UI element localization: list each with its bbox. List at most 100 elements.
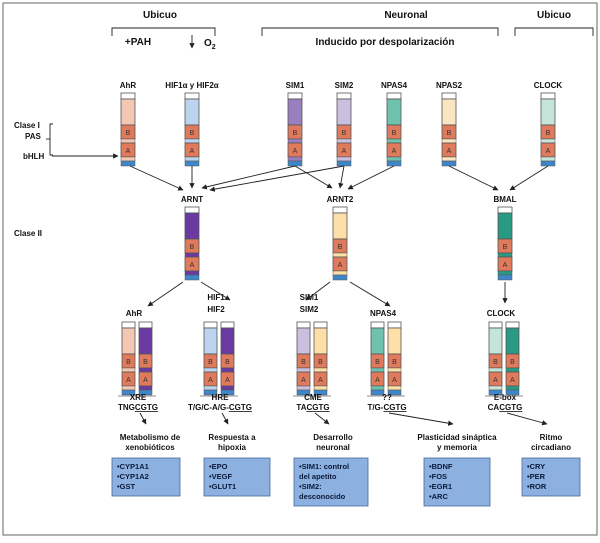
arrow-clock-bmal — [509, 165, 549, 191]
class1-label-2: SIM1 — [286, 81, 305, 90]
class1-protein-1-b-letter: B — [190, 130, 195, 137]
dimer-right-3-a-letter: A — [392, 377, 397, 384]
dimer-right-2-stripe-1 — [313, 385, 328, 391]
class1-protein-3-linker — [336, 138, 352, 144]
class2-protein-1-bhlh — [332, 274, 348, 281]
bhlh-label: bHLH — [23, 152, 45, 161]
dimer-left-2-stripe-1 — [296, 385, 311, 391]
class2-protein-2: BA — [497, 206, 513, 281]
class1-protein-3-b-letter: B — [342, 130, 347, 137]
motif-seq-0: TNGCGTG — [118, 403, 158, 412]
class2-protein-2-a-letter: A — [503, 262, 508, 269]
dimer-left-0-bhlh — [121, 389, 136, 396]
class2-label-2: BMAL — [493, 195, 516, 204]
dimer-label-0: AhR — [126, 309, 143, 318]
dimer-left-4-bhlh — [488, 389, 503, 396]
class2-protein-2-linker — [497, 252, 513, 258]
dimer-right-3-b-letter: B — [392, 359, 397, 366]
motif-seq-1: T/G/C-A/G-CGTG — [188, 403, 252, 412]
dimer-left-1-cap — [203, 321, 218, 329]
header-ubicuo-left: Ubicuo — [143, 10, 177, 21]
arrow-sim1-arnt2 — [294, 165, 333, 189]
motif-0: XRE — [130, 393, 147, 402]
dimer-right-0-linker — [138, 367, 153, 373]
dimer-right-3-linker — [387, 367, 402, 373]
dimer-right-4: BA — [505, 321, 520, 396]
motif-3: ?? — [382, 393, 392, 402]
arrow-sim2-arnt — [209, 165, 345, 192]
class1-protein-4-body — [386, 98, 402, 126]
arrow-outcome-2 — [314, 412, 330, 425]
target-3-1: •FOS — [429, 472, 447, 481]
dimer-right-3-stripe-1 — [387, 385, 402, 391]
dimer-left-0-linker — [121, 367, 136, 373]
arrow-outcome-1 — [221, 412, 229, 425]
dimer-right-0-stripe-1 — [138, 385, 153, 391]
dimer-left-2-bhlh — [296, 389, 311, 396]
arrow-arnt-ahr-dimer — [147, 281, 184, 307]
class2-protein-2-bhlh — [497, 274, 513, 281]
class1-protein-1-body — [184, 98, 200, 126]
class1-label-5: NPAS2 — [436, 81, 463, 90]
arrow-ahr-arnt — [129, 165, 184, 191]
target-2-0: •SIM1: control — [299, 462, 349, 471]
class2-protein-1-linker — [332, 252, 348, 258]
class1-label: Clase I — [14, 121, 40, 130]
class1-protein-0-linker — [120, 138, 136, 144]
dimer-label2-1: HIF2 — [207, 305, 225, 314]
pas-bracket — [49, 123, 53, 156]
dimer-left-0-body — [121, 327, 136, 355]
dimer-right-2-body — [313, 327, 328, 355]
target-1-0: •EPO — [209, 462, 228, 471]
dimer-right-4-b-letter: B — [510, 359, 515, 366]
dimer-left-1-bhlh — [203, 389, 218, 396]
dimer-right-4-body — [505, 327, 520, 355]
dimer-right-1: BA — [220, 321, 235, 396]
dimer-right-3-cap — [387, 321, 402, 329]
o2-label: O2 — [204, 38, 216, 51]
dimer-left-1: BA — [203, 321, 218, 396]
dimer-right-3: BA — [387, 321, 402, 396]
dimer-right-3-body — [387, 327, 402, 355]
class1-protein-6-linker — [540, 138, 556, 144]
dimer-left-4: BA — [488, 321, 503, 396]
dimer-right-2-linker — [313, 367, 328, 373]
class2-label-1: ARNT2 — [327, 195, 354, 204]
class1-protein-5-bhlh — [441, 160, 457, 167]
header-ubicuo-right: Ubicuo — [537, 10, 571, 21]
dimer-right-0-cap — [138, 321, 153, 329]
class2-protein-0-bhlh — [184, 274, 200, 281]
arrow-sim2-arnt2 — [338, 165, 345, 189]
target-3-2: •EGR1 — [429, 482, 452, 491]
dimer-left-2-a-letter: A — [301, 377, 306, 384]
target-4-2: •ROR — [527, 482, 547, 491]
class2-protein-2-b-letter: B — [503, 244, 508, 251]
class1-protein-1-stripe-1 — [184, 156, 200, 162]
dimer-left-0-a-letter: A — [126, 377, 131, 384]
class1-protein-2-a-letter: A — [293, 148, 298, 155]
dimer-left-1-body — [203, 327, 218, 355]
dimer-label-4: CLOCK — [487, 309, 516, 318]
arrow-outcome-4 — [506, 412, 548, 426]
target-box-3 — [423, 457, 491, 507]
class1-protein-2-b-letter: B — [293, 130, 298, 137]
class1-protein-1-linker — [184, 138, 200, 144]
dimer-right-4-bhlh — [505, 389, 520, 396]
class1-protein-5-b-letter: B — [447, 130, 452, 137]
class1-protein-4-stripe-1 — [386, 156, 402, 162]
dimer-right-2-a-letter: A — [318, 377, 323, 384]
class1-protein-4-linker — [386, 138, 402, 144]
class1-protein-2-linker — [287, 138, 303, 144]
class1-protein-1-bhlh — [184, 160, 200, 167]
class2-label-0: ARNT — [181, 195, 203, 204]
dimer-left-1-b-letter: B — [208, 359, 213, 366]
class2-protein-0-cap — [184, 206, 200, 214]
dimer-right-4-cap — [505, 321, 520, 329]
dimer-right-2-cap — [313, 321, 328, 329]
dimer-label-3: NPAS4 — [370, 309, 397, 318]
dimer-left-4-linker — [488, 367, 503, 373]
class1-protein-3-cap — [336, 92, 352, 100]
target-3-0: •BDNF — [429, 462, 453, 471]
